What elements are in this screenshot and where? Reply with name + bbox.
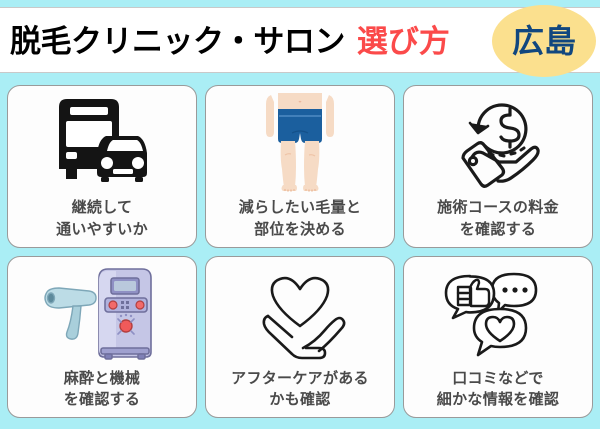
hand-with-price-tag-and-dollar-icon (404, 91, 592, 195)
region-badge: 広島 (492, 5, 596, 77)
tips-grid: 継続して 通いやすいか (7, 85, 593, 418)
tip-card-machine-label: 麻酔と機械 を確認する (64, 366, 141, 418)
tip-card-machine[interactable]: 麻酔と機械 を確認する (7, 255, 197, 418)
tip-card-machine-line1: 麻酔と機械 (63, 369, 141, 387)
tip-card-price-line1: 施術コースの料金 (437, 199, 559, 216)
region-badge-label: 広島 (511, 23, 576, 59)
tip-card-price[interactable]: 施術コースの料金 を確認する (403, 85, 593, 248)
tip-card-body-area-line1: 減らしたい毛量と (238, 199, 362, 216)
tip-card-commute-line1: 継続して (71, 199, 133, 216)
tip-card-commute[interactable]: 継続して 通いやすいか (7, 85, 197, 248)
tip-card-reviews-line2: 細かな情報を確認 (436, 391, 560, 409)
page-title-accent: 選び方 (356, 23, 450, 59)
tip-card-aftercare[interactable]: アフターケアがある かも確認 (205, 255, 395, 418)
bus-and-car-icon (8, 91, 196, 195)
lower-body-in-shorts-icon (206, 91, 394, 195)
tip-card-reviews[interactable]: 口コミなどで 細かな情報を確認 (403, 255, 593, 418)
tip-card-body-area[interactable]: 減らしたい毛量と 部位を決める (205, 85, 395, 248)
tip-card-commute-label: 継続して 通いやすいか (56, 195, 148, 247)
tip-card-reviews-line1: 口コミなどで (452, 369, 544, 387)
hand-holding-heart-icon (206, 262, 394, 366)
laser-hair-removal-machine-icon (8, 262, 196, 366)
tip-card-aftercare-line1: アフターケアがある (231, 369, 369, 387)
tip-card-body-area-label: 減らしたい毛量と 部位を決める (239, 195, 361, 247)
tip-card-machine-line2: を確認する (63, 391, 141, 409)
tip-card-commute-line2: 通いやすいか (56, 220, 148, 238)
tip-card-aftercare-line2: かも確認 (269, 391, 331, 409)
header-title-group: 脱毛クリニック・サロン 選び方 (0, 8, 600, 74)
tip-card-price-label: 施術コースの料金 を確認する (437, 195, 559, 247)
tip-card-reviews-label: 口コミなどで 細かな情報を確認 (437, 366, 559, 418)
page-title: 脱毛クリニック・サロン (10, 23, 345, 59)
tip-card-aftercare-label: アフターケアがある かも確認 (231, 366, 369, 418)
speech-bubbles-review-icon (404, 262, 592, 366)
tip-card-body-area-line2: 部位を決める (254, 220, 346, 238)
tip-card-price-line2: を確認する (459, 220, 537, 238)
